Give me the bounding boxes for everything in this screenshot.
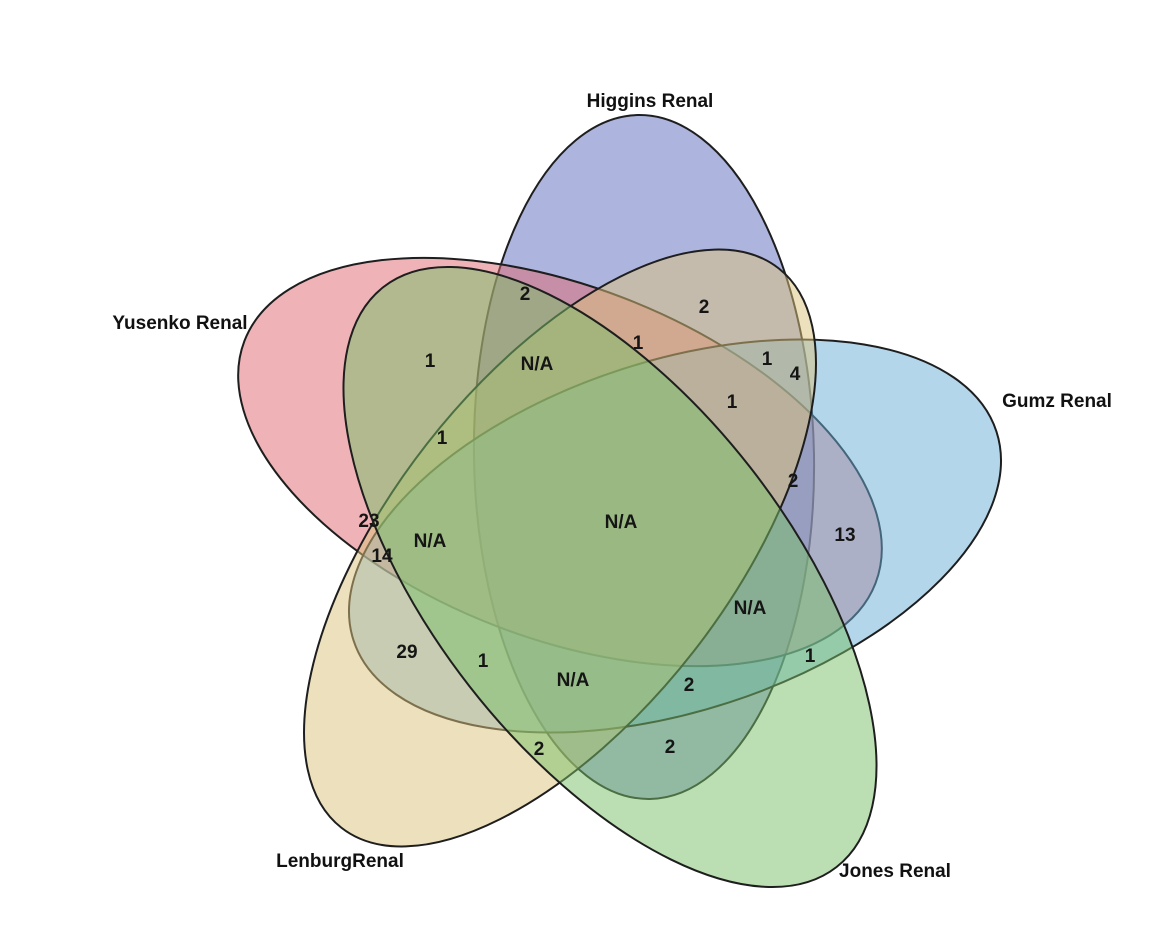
region-count-left-inner: 1 xyxy=(437,428,448,449)
jones-set-ellipse xyxy=(342,265,878,889)
region-count-right-lower: N/A xyxy=(734,598,767,619)
region-count-higgins-gumz-a: 1 xyxy=(762,349,773,370)
region-count-center-top: N/A xyxy=(521,354,554,375)
region-count-yusenko-lenburg-a: 23 xyxy=(358,511,379,532)
region-count-jones-lower: 2 xyxy=(665,737,676,758)
region-labels: 2 2 1 N/A 1 1 4 1 1 2 23 N/A N/A 13 14 N… xyxy=(358,284,855,760)
region-count-higgins-yusenko-inner: 1 xyxy=(633,333,644,354)
region-count-yusenko-lenburg-b: 14 xyxy=(371,546,393,567)
region-count-gumz-jones: 1 xyxy=(805,646,816,667)
gumz-set-label: Gumz Renal xyxy=(1002,391,1112,412)
region-count-lenburg-jones: 2 xyxy=(534,739,545,760)
region-count-gumz-right: 13 xyxy=(834,525,855,546)
region-count-lower-left-inner: 1 xyxy=(478,651,489,672)
region-count-higgins-upper: 2 xyxy=(699,297,710,318)
set-ellipses xyxy=(237,114,1002,889)
region-count-right-inner: 1 xyxy=(727,392,738,413)
yusenko-set-label: Yusenko Renal xyxy=(112,313,247,334)
region-count-higgins-gumz-b: 4 xyxy=(790,364,801,385)
region-count-lenburg-only: 29 xyxy=(396,642,417,663)
region-count-left-mid: N/A xyxy=(414,531,447,552)
region-count-higgins-yusenko: 2 xyxy=(520,284,531,305)
region-count-lower-right-inner: 2 xyxy=(684,675,695,696)
jones-set-label: Jones Renal xyxy=(839,861,951,882)
lenburg-set-label: LenburgRenal xyxy=(276,851,404,872)
region-count-bottom-center: N/A xyxy=(557,670,590,691)
region-count-center: N/A xyxy=(605,512,638,533)
higgins-set-label: Higgins Renal xyxy=(587,91,714,112)
region-count-yusenko-left: 1 xyxy=(425,351,436,372)
set-labels: Higgins Renal Yusenko Renal Gumz Renal L… xyxy=(112,91,1111,882)
region-count-right-mid: 2 xyxy=(788,471,799,492)
